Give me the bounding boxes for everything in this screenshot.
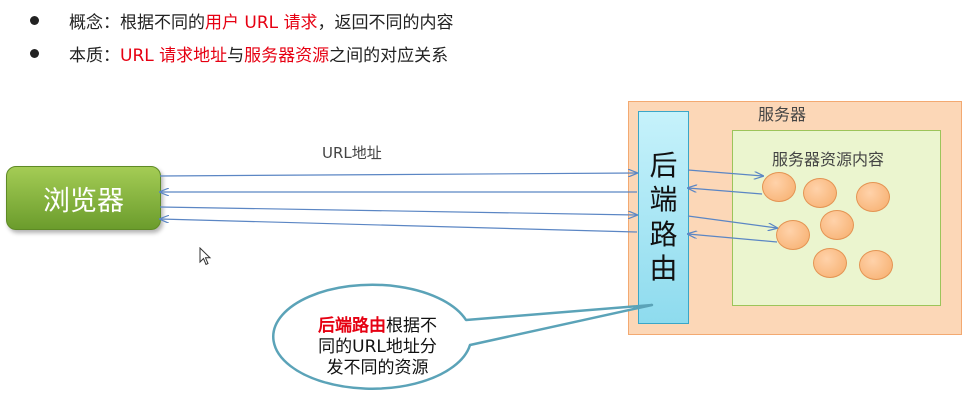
- router-char: 路: [649, 217, 678, 251]
- callout-bubble: [272, 283, 654, 390]
- bullet-dot: [30, 48, 39, 58]
- resource-blob: [803, 178, 837, 208]
- callout-line2: 同的URL地址分: [318, 337, 437, 357]
- bullet-highlight: URL 请求地址: [120, 45, 228, 66]
- arrow-request: [159, 206, 637, 215]
- arrow-from-resource: [688, 234, 778, 243]
- bullet-mid: ，返回不同的内容: [317, 12, 454, 33]
- callout-bold: 后端路由: [318, 316, 386, 336]
- router-char: 由: [649, 251, 678, 285]
- arrow-request: [159, 173, 637, 176]
- router-char: 后: [649, 149, 678, 183]
- browser-box: 浏览器: [6, 166, 161, 230]
- callout-text: 后端路由根据不 同的URL地址分 发不同的资源: [290, 316, 465, 379]
- bullet-suffix: 之间的对应关系: [329, 45, 449, 66]
- bullet-mid: 与: [227, 45, 245, 66]
- bullet-highlight: 用户 URL 请求: [205, 12, 318, 33]
- bullet-prefix: 本质：: [69, 45, 120, 66]
- url-label: URL地址: [322, 144, 382, 162]
- callout-line3: 发不同的资源: [326, 358, 429, 378]
- resource-blob: [820, 210, 854, 240]
- callout-line1: 根据不: [386, 316, 437, 336]
- bullet-essence: 本质： URL 请求地址 与 服务器资源 之间的对应关系: [30, 40, 448, 66]
- backend-router-box: 后 端 路 由: [638, 111, 689, 324]
- resource-blob: [859, 250, 893, 280]
- bullet-concept: 概念：根据不同的 用户 URL 请求 ，返回不同的内容: [30, 7, 454, 33]
- resource-label: 服务器资源内容: [772, 150, 885, 169]
- server-label: 服务器: [758, 105, 807, 124]
- resource-blob: [813, 248, 847, 278]
- browser-label: 浏览器: [43, 185, 124, 217]
- bullet-dot: [30, 15, 39, 25]
- bullet-prefix: 概念：根据不同的: [69, 12, 205, 33]
- arrow-from-resource: [688, 188, 763, 195]
- router-char: 端: [649, 183, 678, 217]
- arrow-response: [160, 219, 638, 233]
- resource-blob: [776, 220, 810, 250]
- resource-blob: [856, 182, 890, 212]
- arrow-to-resource: [687, 215, 777, 228]
- bullet-highlight-2: 服务器资源: [244, 45, 330, 66]
- resource-blob: [762, 172, 796, 202]
- arrow-to-resource: [687, 169, 763, 176]
- mouse-cursor-icon: [199, 247, 212, 266]
